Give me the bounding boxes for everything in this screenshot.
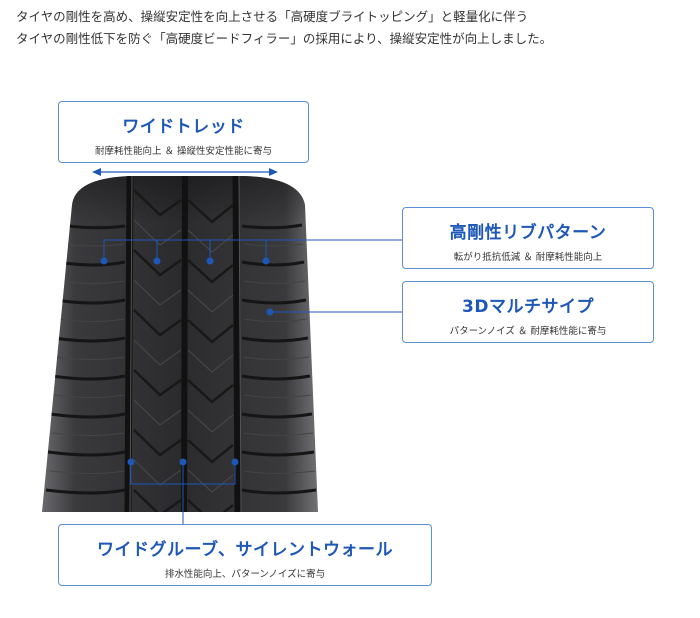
callout-wide-tread-title: ワイドトレッド: [122, 117, 245, 137]
callout-wide-tread-subtitle: 耐摩耗性能向上 ＆ 操縦性安定性能に寄与: [94, 146, 273, 157]
callout-rib-pattern-title: 高剛性リブパターン: [449, 223, 607, 243]
callout-rib-pattern: 高剛性リブパターン 転がり抵抗低減 ＆ 耐摩耗性能向上: [402, 207, 654, 269]
tire-image: [42, 176, 318, 512]
callout-wide-tread: ワイドトレッド 耐摩耗性能向上 ＆ 操縦性安定性能に寄与: [58, 101, 309, 163]
wide-groove-dots: [127, 458, 239, 466]
rib-pattern-dots: [100, 257, 270, 265]
intro-line-1: タイヤの剛性を高め、操縦安定性を向上させる「高硬度ブライトッピング」と軽量化に伴…: [16, 9, 529, 24]
multi-sipe-leader: [266, 308, 403, 316]
callout-wide-groove-subtitle: 排水性能向上、パターンノイズに寄与: [164, 569, 326, 580]
callout-multi-sipe: 3Dマルチサイプ パターンノイズ ＆ 耐摩耗性能に寄与: [402, 281, 654, 343]
callout-wide-groove-title: ワイドグルーブ、サイレントウォール: [97, 540, 393, 560]
intro-line-2: タイヤの剛性低下を防ぐ「高硬度ビードフィラー」の採用により、操縦安定性が向上しま…: [16, 31, 553, 46]
callout-multi-sipe-title: 3Dマルチサイプ: [462, 297, 594, 317]
intro-text: タイヤの剛性を高め、操縦安定性を向上させる「高硬度ブライトッピング」と軽量化に伴…: [16, 6, 686, 50]
callout-wide-groove: ワイドグルーブ、サイレントウォール 排水性能向上、パターンノイズに寄与: [58, 524, 432, 586]
rib-pattern-leader: [103, 239, 403, 260]
wide-tread-arrow: [92, 168, 278, 176]
callout-rib-pattern-subtitle: 転がり抵抗低減 ＆ 耐摩耗性能向上: [453, 252, 603, 263]
wide-groove-leader: [130, 462, 236, 524]
callout-multi-sipe-subtitle: パターンノイズ ＆ 耐摩耗性能に寄与: [449, 326, 607, 337]
